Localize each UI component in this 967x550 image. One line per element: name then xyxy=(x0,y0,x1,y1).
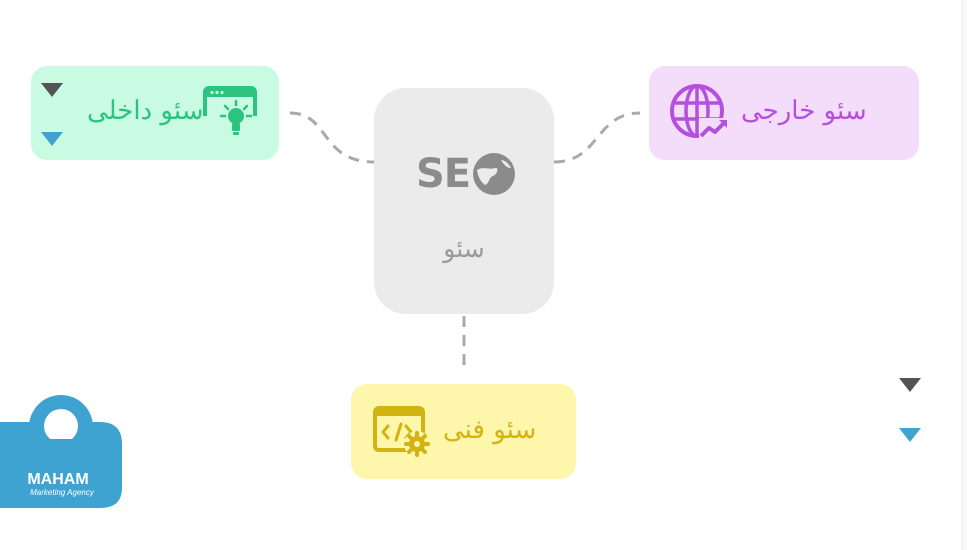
marker-triangle-blue xyxy=(899,428,921,442)
brand-tagline: Marketing Agency xyxy=(30,488,95,497)
node-internal-seo: سئو داخلی xyxy=(31,66,279,160)
marker-triangle-dark xyxy=(899,378,921,392)
node-technical-label: سئو فنی xyxy=(443,415,537,445)
center-node-label: سئو xyxy=(443,234,485,263)
node-technical-seo: سئو فنی xyxy=(351,384,576,479)
browser-lightbulb-icon xyxy=(203,86,257,135)
seo-logo-text: SE xyxy=(416,151,471,197)
right-edge-strip xyxy=(961,0,967,550)
globe-growth-icon xyxy=(670,84,729,140)
maham-logo-mark: MAHAM Marketing Agency xyxy=(0,395,122,508)
connector-external xyxy=(553,111,641,164)
maham-brand-logo: MAHAM Marketing Agency xyxy=(0,395,122,508)
code-gear-icon xyxy=(373,406,430,457)
connector-internal xyxy=(289,111,375,164)
node-external-label: سئو خارجی xyxy=(741,96,867,126)
marker-triangle-dark xyxy=(41,83,63,97)
seo-logo: SE xyxy=(416,152,521,196)
brand-name: MAHAM xyxy=(27,471,88,488)
node-internal-label: سئو داخلی xyxy=(87,96,204,126)
node-external-seo: سئو خارجی xyxy=(649,66,919,160)
seo-globe-icon xyxy=(473,153,516,195)
center-node-seo: SE سئو xyxy=(374,88,554,314)
marker-triangle-blue xyxy=(41,132,63,146)
